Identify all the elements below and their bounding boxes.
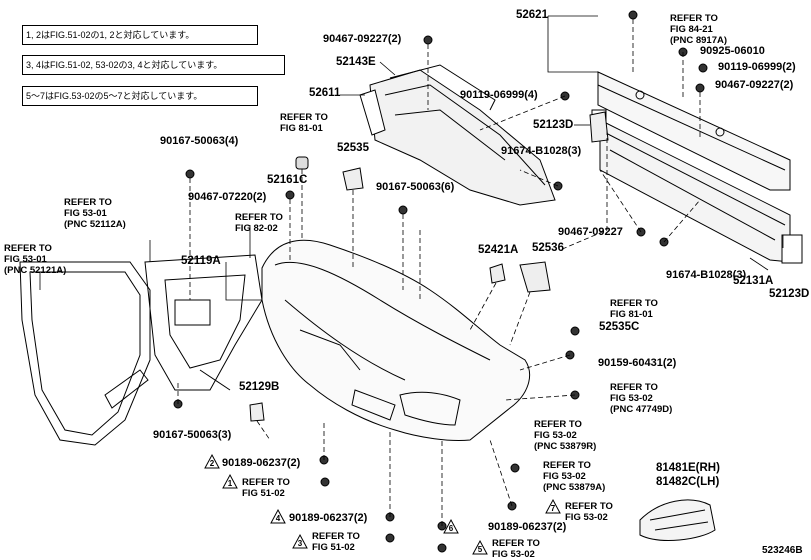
- label-90467-09227: 90467-09227: [558, 226, 623, 238]
- label-81482c: 81482C(LH): [656, 476, 720, 488]
- label-52129b: 52129B: [239, 381, 280, 393]
- label-90119-06999-4: 90119-06999(4): [460, 89, 538, 101]
- label-81481e: 81481E(RH): [656, 462, 720, 474]
- label-90189-06237-2a: 90189-06237(2): [222, 457, 301, 469]
- label-90925-06010: 90925-06010: [700, 45, 765, 57]
- label-90167-50063-6: 90167-50063(6): [376, 181, 455, 193]
- ref-fig-81-01-a: REFER TO FIG 81-01: [280, 112, 328, 134]
- grille-molding-drawing: [19, 261, 151, 446]
- ref-fig-84-21: REFER TO FIG 84-21 (PNC 8917A): [670, 13, 728, 46]
- ref-fig-53-02-47749d: REFER TO FIG 53-02 (PNC 47749D): [610, 382, 673, 415]
- note-fig-53-02: 5～7はFIG.53-02の5～7と対応しています。: [22, 86, 258, 106]
- fastener-set: [173, 10, 708, 553]
- plate-52129b: [249, 402, 265, 422]
- clip-52161c: [295, 156, 309, 170]
- label-90167-50063-3: 90167-50063(3): [153, 429, 232, 441]
- label-52123d-a: 52123D: [533, 119, 574, 131]
- ref-fig-53-02-53879r: REFER TO FIG 53-02 (PNC 53879R): [534, 419, 597, 452]
- ref-fig-53-02-c: REFER TO FIG 53-02: [492, 538, 540, 560]
- ref-fig-82-02: REFER TO FIG 82-02: [235, 212, 283, 234]
- label-90467-07220-2: 90467-07220(2): [188, 191, 267, 203]
- label-52119a: 52119A: [181, 255, 221, 267]
- fog-cover-drawing: [639, 499, 716, 541]
- label-52161c: 52161C: [267, 174, 308, 186]
- label-52535c: 52535C: [599, 321, 640, 333]
- solid-leaders: [39, 15, 784, 301]
- ref-fig-53-02-53879a: REFER TO FIG 53-02 (PNC 53879A): [543, 460, 606, 493]
- label-52535: 52535: [337, 142, 369, 154]
- energy-absorber-drawing: [359, 64, 556, 206]
- ref-fig-81-01-b: REFER TO FIG 81-01: [610, 298, 658, 320]
- cap-52421a: [489, 263, 506, 284]
- label-90189-06237-2c: 90189-06237(2): [488, 521, 567, 533]
- ref-fig-51-02-b: REFER TO FIG 51-02: [312, 531, 360, 553]
- bumper-cover-drawing: [261, 239, 530, 441]
- label-91674-b1028-3b: 91674-B1028(3): [666, 269, 747, 281]
- label-52536: 52536: [532, 242, 564, 254]
- bracket-52535: [342, 167, 364, 191]
- label-90189-06237-2b: 90189-06237(2): [289, 512, 368, 524]
- label-52143e: 52143E: [336, 56, 376, 68]
- ref-fig-53-02-b: REFER TO FIG 53-02: [565, 501, 613, 523]
- label-90467-09227-2a: 90467-09227(2): [323, 33, 402, 45]
- label-52421a: 52421A: [478, 244, 519, 256]
- label-90467-09227-2b: 90467-09227(2): [715, 79, 794, 91]
- label-90159-60431-2: 90159-60431(2): [598, 357, 677, 369]
- label-91674-b1028-3a: 91674-B1028(3): [501, 145, 582, 157]
- dashed-leaders: [177, 19, 701, 526]
- note-fig-51-02: 1, 2はFIG.51-02の1, 2と対応しています。: [22, 25, 258, 45]
- label-52131a: 52131A: [733, 275, 774, 287]
- upper-support-drawing: [597, 71, 791, 191]
- label-90167-50063-4: 90167-50063(4): [160, 135, 239, 147]
- label-52621: 52621: [516, 9, 548, 21]
- ref-fig-51-02-a: REFER TO FIG 51-02: [242, 477, 290, 499]
- ref-fig-53-01-a: REFER TO FIG 53-01 (PNC 52112A): [64, 197, 126, 230]
- bracket-52536: [519, 261, 551, 293]
- ref-fig-53-01-b: REFER TO FIG 53-01 (PNC 52121A): [4, 243, 67, 276]
- spacer-52123d: [589, 111, 609, 143]
- figure-code: 523246B: [762, 545, 803, 556]
- note-fig-51-02-53-02: 3, 4はFIG.51-02, 53-02の3, 4と対応しています。: [22, 55, 285, 75]
- label-90119-06999-2: 90119-06999(2): [718, 61, 796, 73]
- grille-frame-drawing: [144, 254, 263, 391]
- label-52611: 52611: [309, 87, 341, 99]
- label-52123d-b: 52123D: [769, 288, 810, 300]
